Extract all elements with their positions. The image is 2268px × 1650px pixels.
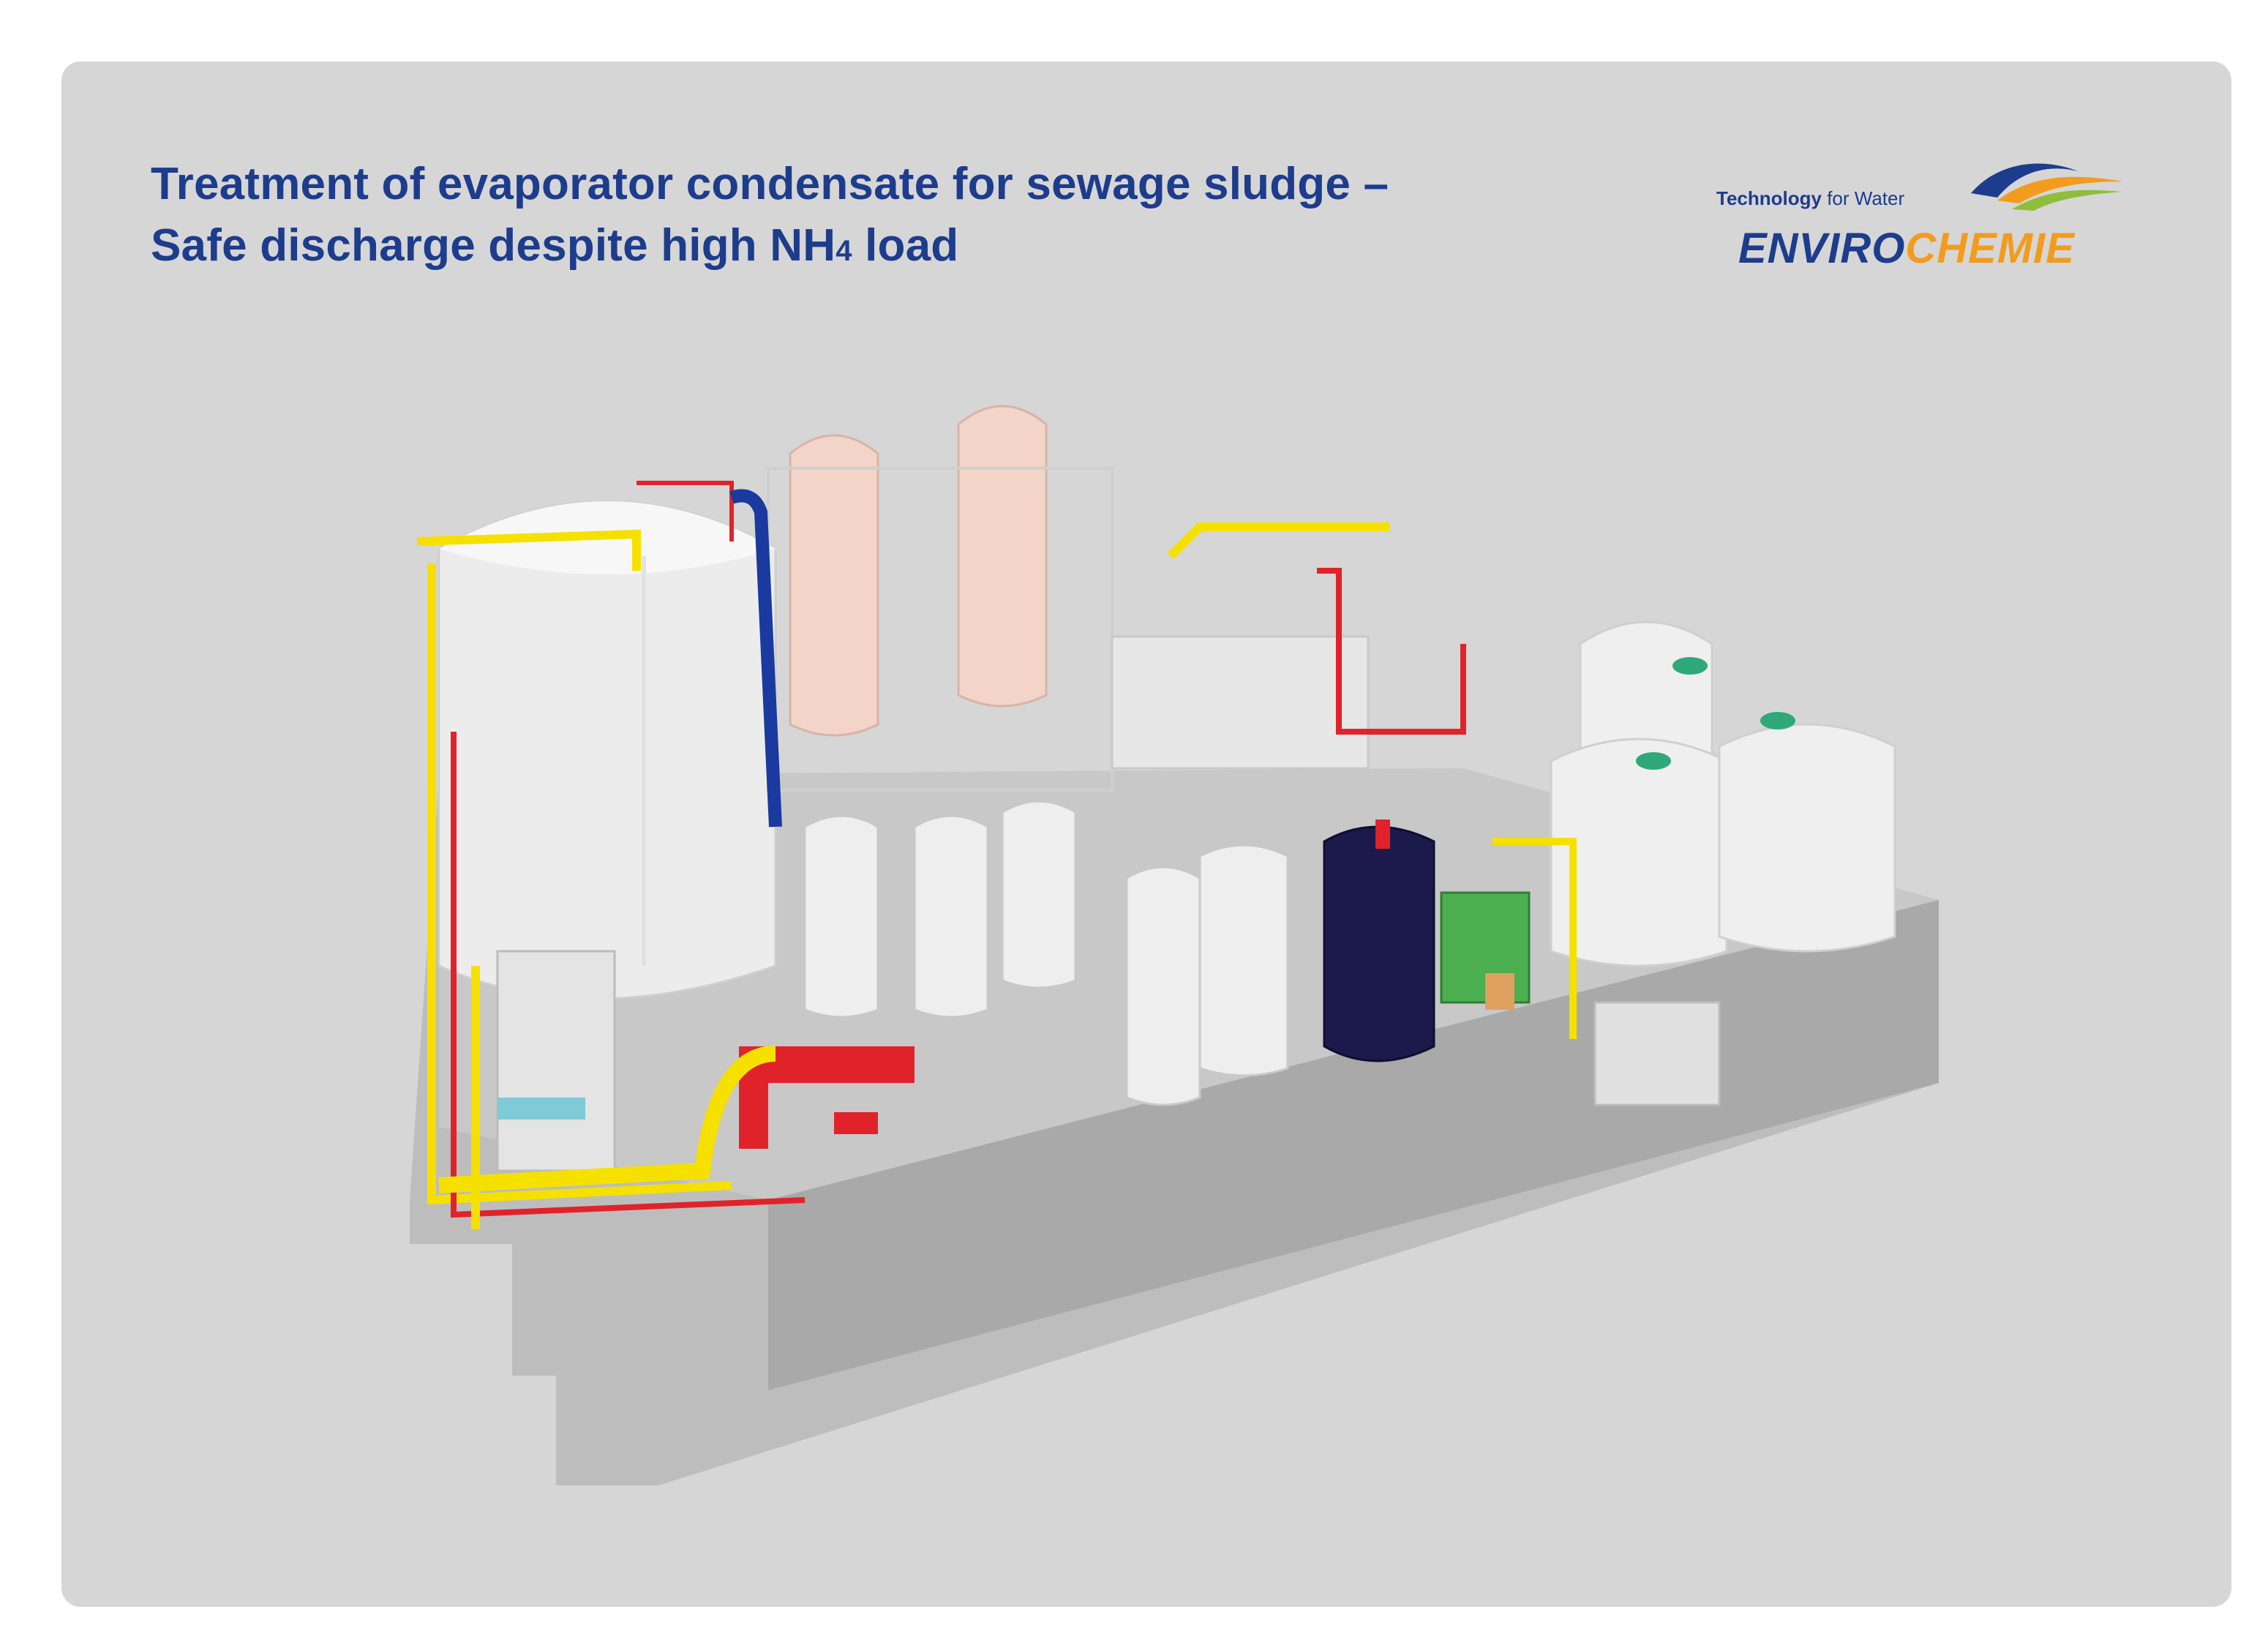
dark-storage-tank	[1323, 820, 1435, 1062]
heat-exchanger-small	[497, 1098, 585, 1120]
green-tank-lids	[1636, 657, 1795, 770]
upper-red-pipe	[1317, 568, 1466, 735]
stripping-column-1	[789, 434, 879, 737]
left-pump-frame	[496, 950, 616, 1172]
page-title: Treatment of evaporator condensate for s…	[151, 154, 1389, 282]
upper-yellow-pipe	[1167, 522, 1390, 560]
stripping-column-2	[957, 405, 1048, 708]
main-yellow-pipe	[438, 1046, 776, 1193]
tagline-rest: for Water	[1821, 187, 1905, 209]
logo-tagline: Technology for Water	[1716, 187, 1904, 210]
blue-pipe	[729, 489, 782, 828]
evaporator-boxes	[1111, 635, 1370, 770]
white-vessels-row-1	[803, 800, 1289, 1106]
brand-part-1: ENVIRO	[1738, 225, 1906, 272]
orange-box	[1485, 973, 1514, 1010]
right-yellow-pipe	[1492, 838, 1577, 1039]
title-line-2: Safe discharge despite high NH4 load	[151, 215, 1389, 282]
tagline-bold: Technology	[1716, 187, 1822, 209]
brand-logo-text: ENVIROCHEMIE	[1738, 224, 2075, 273]
wave-logo-icon	[1971, 163, 2123, 211]
large-storage-tank	[438, 500, 777, 1000]
title-subscript: 4	[836, 235, 852, 267]
title-line-2-start: Safe discharge despite high NH	[151, 220, 836, 271]
title-line-2-end: load	[852, 220, 959, 271]
brand-part-2: CHEMIE	[1905, 225, 2075, 272]
chemical-tanks	[1550, 620, 1896, 967]
title-line-1: Treatment of evaporator condensate for s…	[151, 159, 1389, 209]
outlet-housing	[1593, 1001, 1721, 1106]
